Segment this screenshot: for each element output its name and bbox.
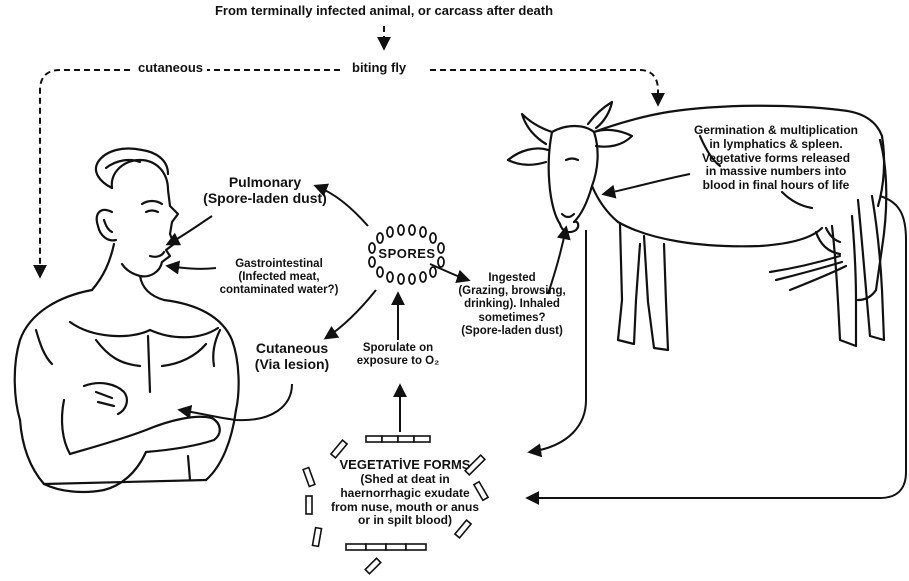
route-cutaneous-label: cutaneous [134,61,207,76]
arrow-germination-to-cow [604,174,690,194]
arrow-gi-to-mouth [168,266,216,269]
rod-chain-bottom [346,544,426,550]
route-biting-fly-label: biting fly [348,61,410,76]
route-left-arrow [40,70,340,276]
sporulate-label: Sporulate on exposure to O₂ [350,342,446,368]
gastrointestinal-label: Gastrointestinal (Infected meat, contami… [214,258,344,298]
spores-label: SPORES [376,247,438,262]
route-right-arrow [430,70,658,104]
top-source-label: From terminally infected animal, or carc… [0,4,768,19]
arrow-cow-loop [528,196,906,498]
cutaneous-label: Cutaneous (Via lesion) [242,340,342,372]
rod-chain-top [366,436,430,442]
germination-label: Germination & multiplication in lymphati… [686,124,866,193]
pulmonary-label: Pulmonary (Spore-laden dust) [200,174,330,206]
vegetative-forms-label: VEGETATİVE FORMS (Shed at deat in haerno… [320,458,490,528]
ingested-label: Ingested (Grazing, browsing, drinking). … [452,272,572,338]
